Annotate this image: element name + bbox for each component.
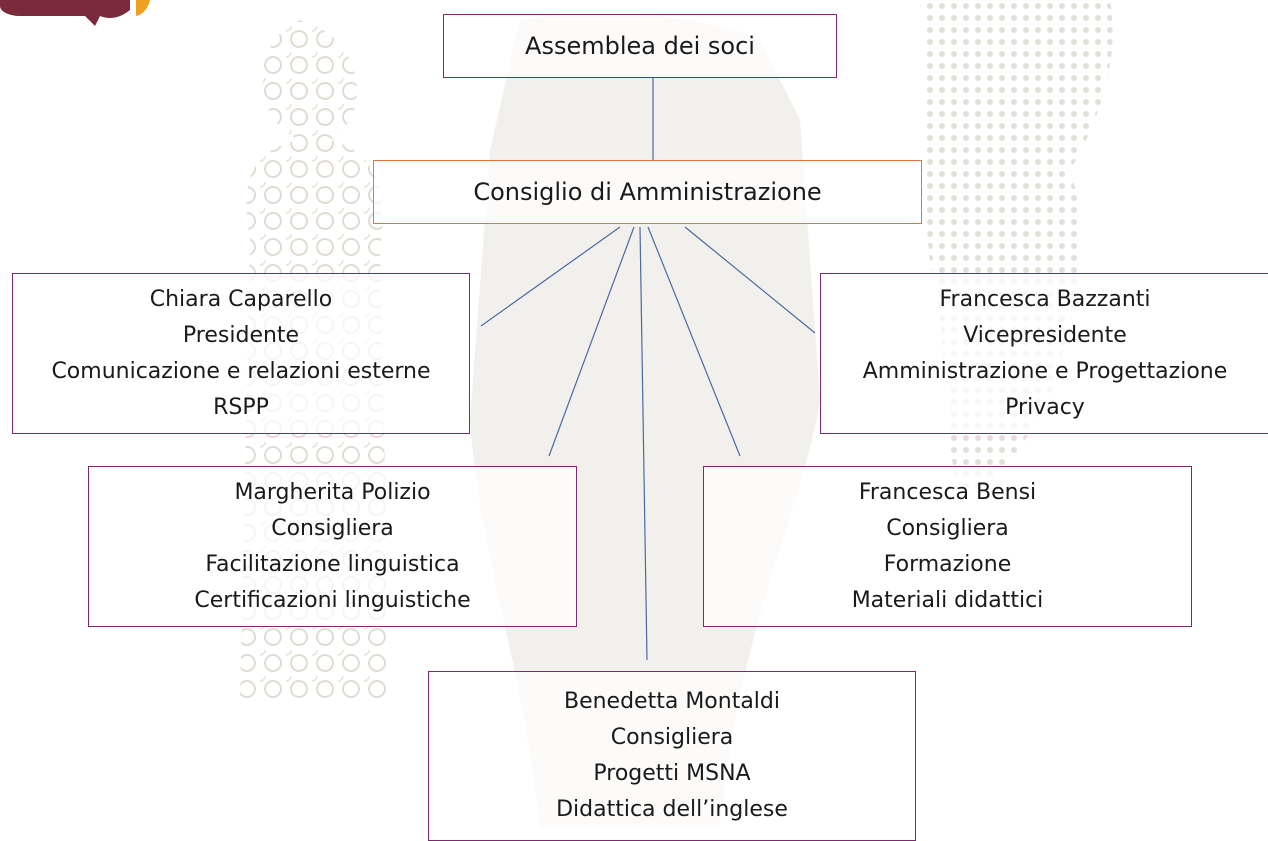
connector-council-bazzanti <box>684 226 816 334</box>
member-box-polizio: Margherita Polizio Consigliera Facilitaz… <box>88 466 577 627</box>
member-role: Consigliera <box>886 515 1009 541</box>
member-role: Presidente <box>182 322 300 348</box>
member-area: Facilitazione linguistica <box>205 551 460 577</box>
member-extra: Certificazioni linguistiche <box>194 587 471 613</box>
member-box-caparello: Chiara Caparello Presidente Comunicazion… <box>12 273 470 434</box>
assembly-title: Assemblea dei soci <box>525 32 755 60</box>
member-area: Progetti MSNA <box>593 761 751 786</box>
council-box: Consiglio di Amministrazione <box>373 160 922 224</box>
connector-council-caparello <box>480 226 621 327</box>
member-name: Francesca Bazzanti <box>939 286 1151 312</box>
member-name: Francesca Bensi <box>858 479 1037 505</box>
member-box-montaldi: Benedetta Montaldi Consigliera Progetti … <box>428 671 916 841</box>
connector-council-bensi <box>647 226 741 457</box>
member-extra: Materiali didattici <box>851 587 1044 613</box>
member-box-bensi: Francesca Bensi Consigliera Formazione M… <box>703 466 1192 627</box>
member-area: Amministrazione e Progettazione <box>862 358 1228 384</box>
logo <box>0 0 150 26</box>
member-name: Margherita Polizio <box>234 479 431 505</box>
member-extra: Privacy <box>1005 394 1085 420</box>
member-area: Formazione <box>883 551 1012 577</box>
member-area: Comunicazione e relazioni esterne <box>51 358 431 384</box>
assembly-box: Assemblea dei soci <box>443 14 837 78</box>
member-extra: Didattica dell’inglese <box>556 797 788 822</box>
connector-council-polizio <box>548 226 635 457</box>
member-name: Benedetta Montaldi <box>563 689 780 714</box>
member-name: Chiara Caparello <box>149 286 333 312</box>
member-role: Consigliera <box>271 515 394 541</box>
connector-council-montaldi <box>639 226 648 661</box>
member-box-bazzanti: Francesca Bazzanti Vicepresidente Ammini… <box>820 273 1268 434</box>
member-role: Vicepresidente <box>963 322 1127 348</box>
council-title: Consiglio di Amministrazione <box>473 178 822 206</box>
member-extra: RSPP <box>213 394 269 420</box>
member-role: Consigliera <box>610 725 734 750</box>
